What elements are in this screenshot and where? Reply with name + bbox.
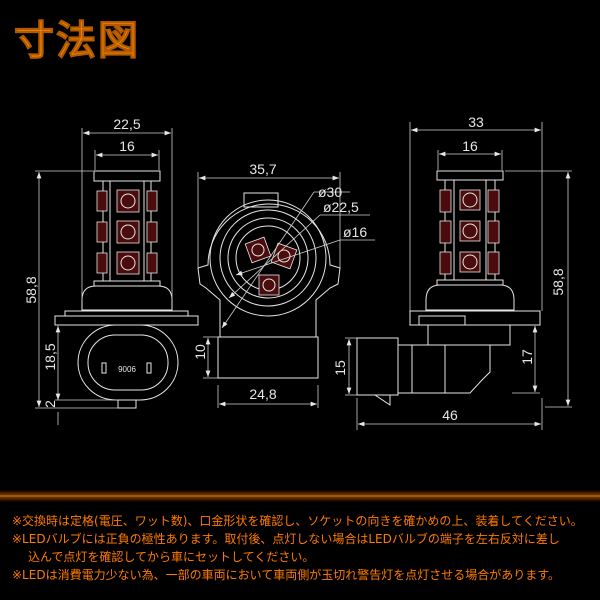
led-chips <box>439 189 500 275</box>
note-line: ※交換時は定格(電圧、ワット数)、口金形状を確認し、ソケットの向きを確かめの上、… <box>12 514 583 528</box>
front-view: 35,7 ø30 ø22,5 ø16 10 24,8 <box>192 161 375 408</box>
dim-front-connector-depth: 15 <box>332 360 348 376</box>
divider <box>0 490 600 502</box>
right-view: 33 16 58,8 17 15 46 <box>332 114 572 430</box>
dim-right-flange-width: 33 <box>468 114 484 130</box>
led-chips <box>96 189 158 275</box>
dim-front-dia-outer: ø30 <box>318 184 342 200</box>
model-label: 9006 <box>118 365 136 374</box>
dim-right-led-width: 16 <box>462 138 478 154</box>
side-view: 9006 22,5 16 58,8 18,5 2 <box>23 116 199 425</box>
dim-front-connector-height: 10 <box>192 344 208 360</box>
dim-front-width: 35,7 <box>249 161 276 177</box>
note-line: ※LEDバルブには正負の極性あります。取付後、点灯しない場合はLEDバルブの端子… <box>12 532 560 546</box>
dim-right-base: 17 <box>519 349 535 365</box>
page-title: 寸法図 <box>14 18 140 65</box>
dim-front-dia-inner: ø16 <box>343 224 367 240</box>
dim-side-width: 22,5 <box>113 116 140 132</box>
dim-front-connector-width: 24,8 <box>249 386 276 402</box>
dim-side-base: 18,5 <box>42 343 58 370</box>
led-chips <box>244 236 298 296</box>
notes: ※交換時は定格(電圧、ワット数)、口金形状を確認し、ソケットの向きを確かめの上、… <box>12 512 597 584</box>
note-line: ※LEDは消費電力少ない為、一部の車両において車両側が玉切れ警告灯を点灯させる場… <box>12 568 561 582</box>
dim-right-length: 46 <box>442 407 458 423</box>
dim-side-pin: 2 <box>42 400 58 408</box>
dim-side-height: 58,8 <box>23 276 39 303</box>
dim-front-dia-mid: ø22,5 <box>323 199 359 215</box>
dim-right-height: 58,8 <box>550 268 566 295</box>
note-line: 込んで点灯を確認してから車にセットしてください。 <box>28 550 315 564</box>
dim-side-led-width: 16 <box>119 138 135 154</box>
